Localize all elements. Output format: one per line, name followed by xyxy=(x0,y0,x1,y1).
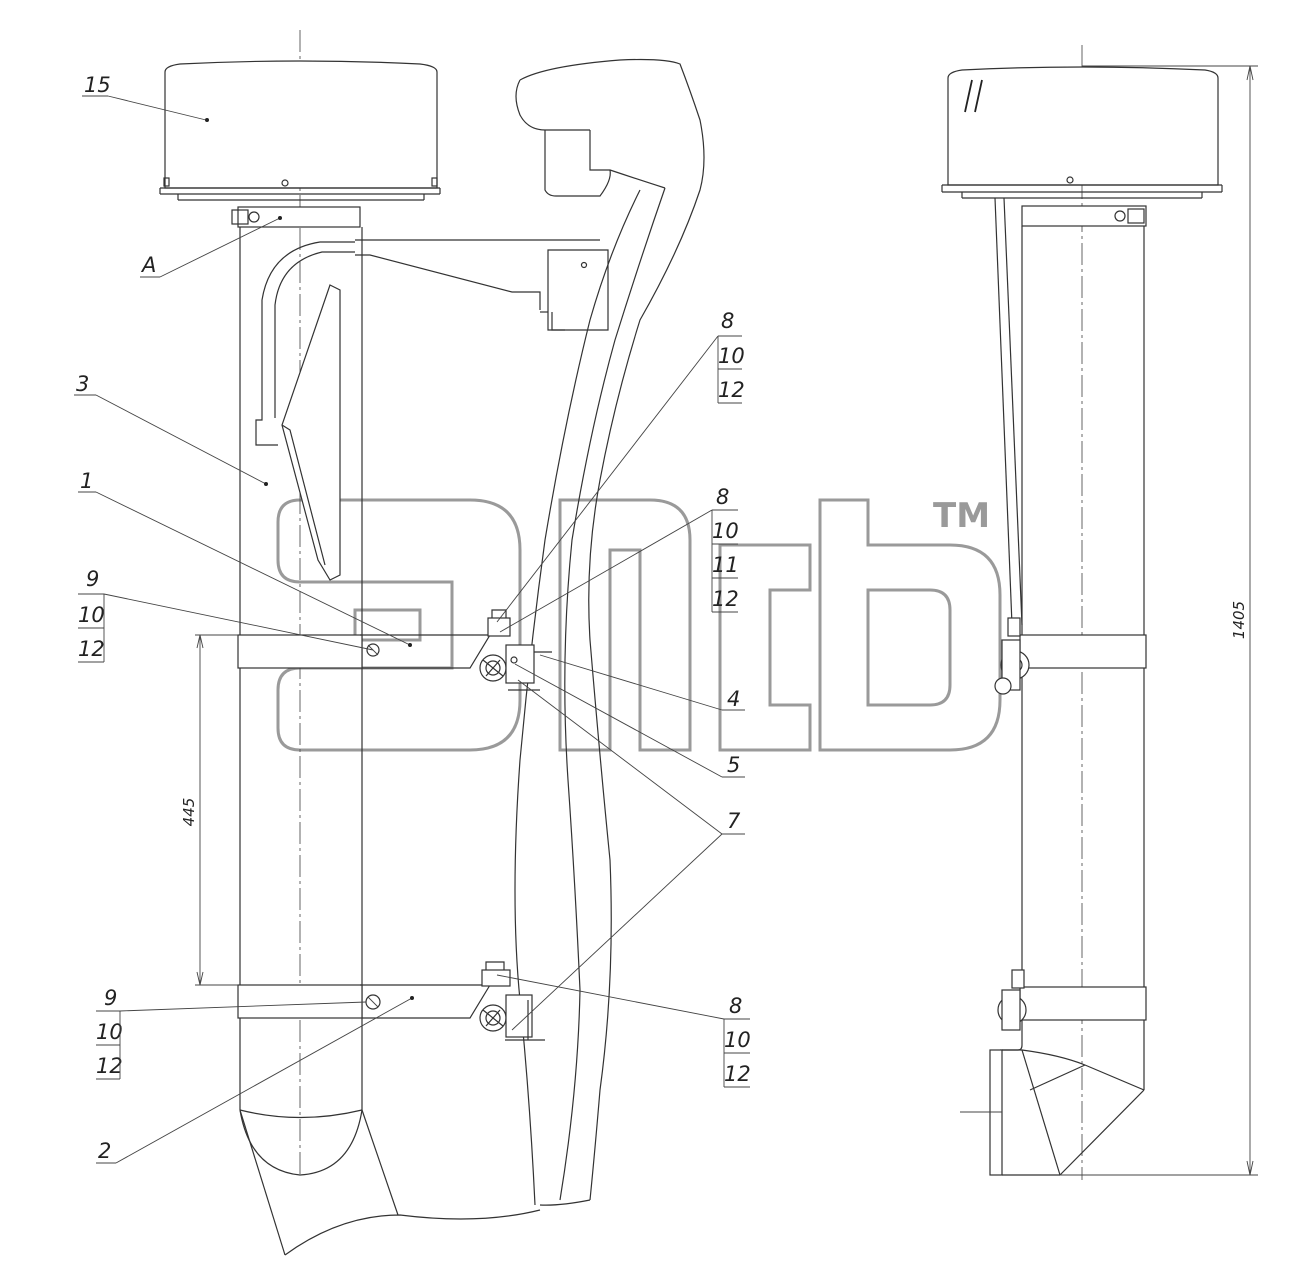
left-view: 445 xyxy=(159,30,705,1256)
top-clamp xyxy=(237,206,361,228)
svg-text:12: 12 xyxy=(712,587,739,611)
callouts-left: 15 A 3 1 9 10 12 9 xyxy=(74,73,414,1164)
svg-text:12: 12 xyxy=(78,637,105,661)
dimension-1405: 1405 xyxy=(1230,601,1248,639)
svg-text:12: 12 xyxy=(718,378,745,402)
air-cleaner-side xyxy=(947,66,1219,186)
callout-stack-right-bottom: 8 10 12 xyxy=(496,974,751,1088)
callout-stack-right-top: 8 10 12 xyxy=(496,309,745,623)
label-15: 15 xyxy=(84,73,111,97)
svg-text:12: 12 xyxy=(724,1062,751,1086)
label-3: 3 xyxy=(76,372,89,396)
svg-text:12: 12 xyxy=(96,1054,123,1078)
lower-clamp-assembly xyxy=(479,961,545,1041)
svg-text:10: 10 xyxy=(78,603,105,627)
label-1: 1 xyxy=(80,469,93,493)
upper-clamp-assembly xyxy=(479,609,552,691)
svg-text:9: 9 xyxy=(104,986,117,1010)
air-cleaner-housing xyxy=(164,60,438,189)
svg-text:11: 11 xyxy=(712,553,739,577)
svg-text:8: 8 xyxy=(729,994,742,1018)
upper-band xyxy=(237,634,363,669)
label-7: 7 xyxy=(727,809,741,833)
label-2: 2 xyxy=(98,1139,111,1163)
callout-stack-right-mid: 8 10 11 12 xyxy=(499,485,739,633)
svg-text:10: 10 xyxy=(96,1020,123,1044)
dimension-445: 445 xyxy=(180,798,198,827)
svg-text:10: 10 xyxy=(718,344,745,368)
label-4: 4 xyxy=(727,687,740,711)
svg-text:10: 10 xyxy=(712,519,739,543)
lower-band xyxy=(237,984,363,1019)
callouts-right: 8 10 12 8 10 11 12 4 5 xyxy=(496,309,751,1088)
svg-text:10: 10 xyxy=(724,1028,751,1052)
callout-stack-left-upper: 9 10 12 xyxy=(78,567,374,663)
right-view: 1405 xyxy=(941,45,1258,1180)
watermark-logo: TM xyxy=(276,496,1002,752)
callout-stack-left-lower: 9 10 12 xyxy=(96,986,367,1080)
label-A: A xyxy=(140,253,156,277)
watermark-trademark: TM xyxy=(933,496,990,536)
label-5: 5 xyxy=(727,753,740,777)
svg-text:8: 8 xyxy=(721,309,734,333)
svg-text:9: 9 xyxy=(86,567,99,591)
svg-text:8: 8 xyxy=(716,485,729,509)
